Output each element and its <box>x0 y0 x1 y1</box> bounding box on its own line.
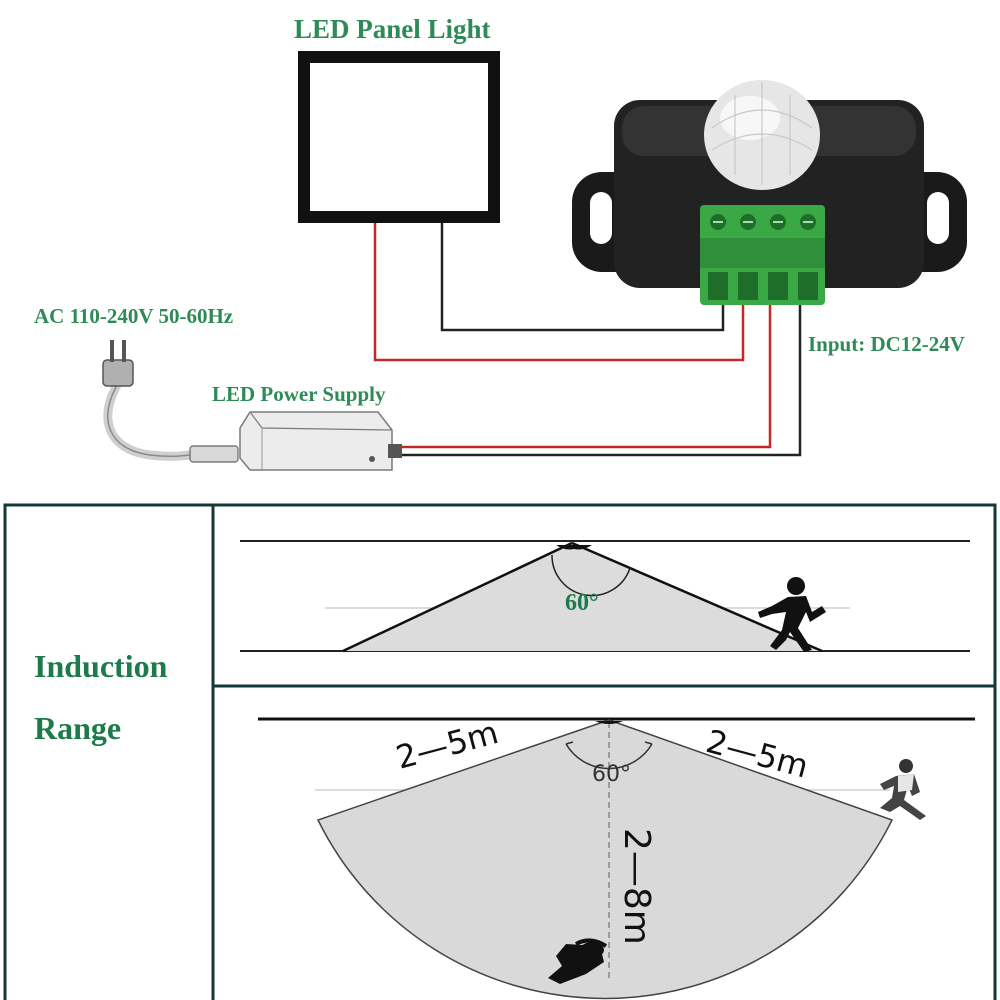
walking-person-icon <box>758 577 826 652</box>
panel-light-label: LED Panel Light <box>294 14 491 44</box>
led-power-supply <box>239 411 402 471</box>
dist-center-label: 2—8m <box>616 828 657 945</box>
wire-psu-red <box>395 300 772 449</box>
range-heading: Range <box>34 710 122 746</box>
running-person-icon <box>880 759 926 820</box>
side-angle-label: 60° <box>565 590 599 616</box>
crouching-person-icon <box>548 938 608 984</box>
wire-psu-black <box>395 300 802 457</box>
side-view <box>240 540 970 653</box>
led-panel-light <box>298 51 500 223</box>
wires <box>373 223 802 457</box>
dc-input-label: Input: DC12-24V <box>808 332 965 356</box>
power-supply-label: LED Power Supply <box>212 382 386 406</box>
range-frame <box>3 503 997 1000</box>
ac-input-label: AC 110-240V 50-60Hz <box>34 304 234 328</box>
top-view <box>258 717 975 1000</box>
top-angle-label: 60° <box>592 762 631 787</box>
plug-icon <box>102 340 239 463</box>
wire-panel-black <box>440 223 725 332</box>
induction-heading: Induction <box>34 648 168 684</box>
wire-panel-red <box>373 223 745 362</box>
pir-sensor-icon <box>572 80 967 305</box>
